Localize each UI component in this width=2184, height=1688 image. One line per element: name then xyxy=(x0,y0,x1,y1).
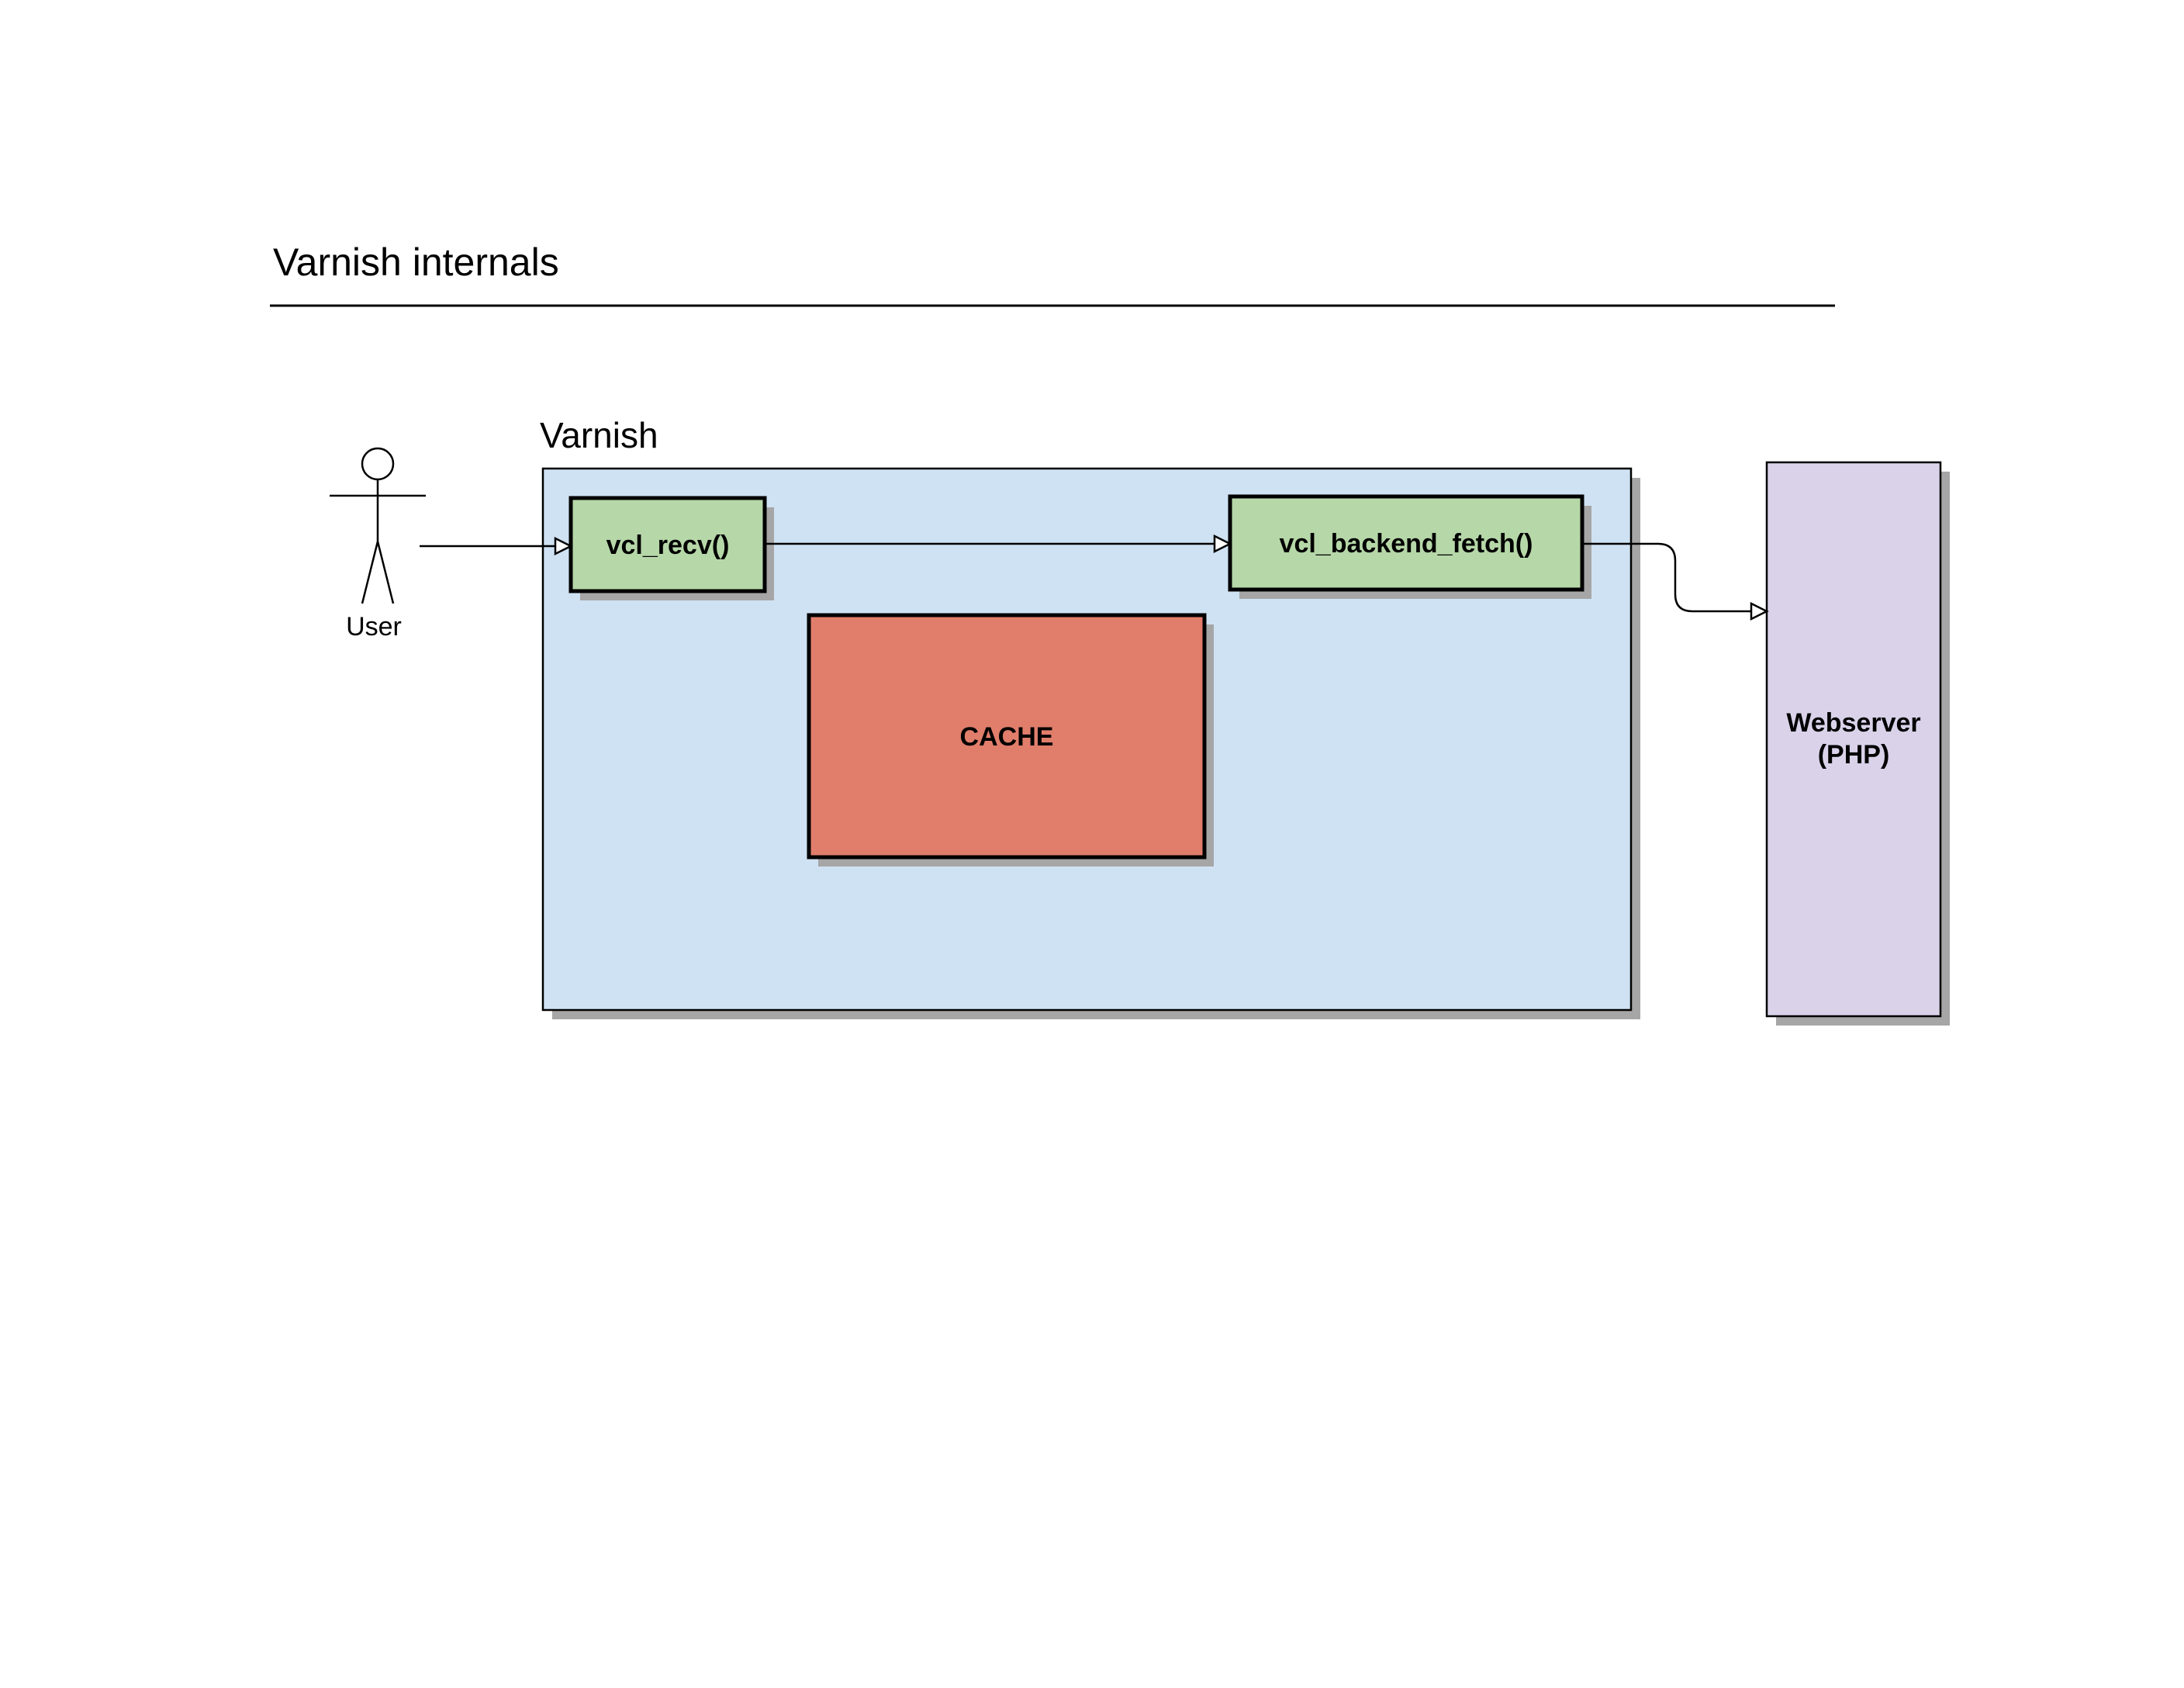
arrow-user-to-vcl-recv xyxy=(420,536,573,556)
arrow-vcl-recv-to-vcl-backend-fetch xyxy=(765,534,1232,554)
vcl-backend-fetch-box xyxy=(1228,494,1584,592)
webserver-box xyxy=(1765,461,1942,1018)
varnish-group-label: Varnish xyxy=(540,415,658,455)
cache-box xyxy=(807,613,1207,860)
diagram-title: Varnish internals xyxy=(273,240,559,284)
vcl-recv-label: vcl_recv() xyxy=(606,531,730,560)
webserver-label-line1: Webserver xyxy=(1786,708,1920,738)
cache-label: CACHE xyxy=(960,722,1054,752)
vcl-backend-fetch-label: vcl_backend_fetch() xyxy=(1280,529,1533,559)
vcl-recv-box xyxy=(568,496,767,593)
user-actor-icon xyxy=(330,447,426,604)
user-label: User xyxy=(346,612,402,642)
webserver-label-line2: (PHP) xyxy=(1818,740,1890,770)
arrow-vcl-backend-fetch-to-webserver xyxy=(1582,542,1769,621)
